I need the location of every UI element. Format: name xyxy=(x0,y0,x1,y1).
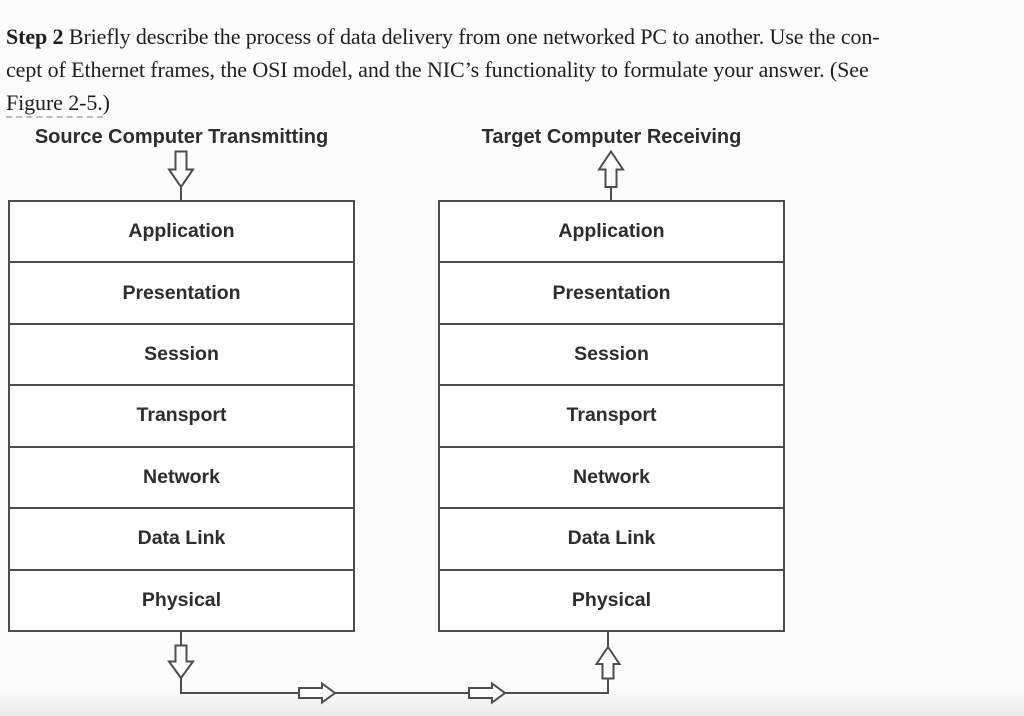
layer-row-network: Network xyxy=(440,445,783,507)
layer-row-data-link: Data Link xyxy=(440,507,783,568)
instruction-paragraph: Step 2 Briefly describe the process of d… xyxy=(6,20,1020,119)
step-label: Step 2 xyxy=(6,24,64,49)
source-stack-title: Source Computer Transmitting xyxy=(34,126,329,148)
down-arrow-icon xyxy=(167,644,195,680)
layer-row-data-link: Data Link xyxy=(10,507,353,568)
up-arrow-icon xyxy=(597,149,625,201)
layer-row-presentation: Presentation xyxy=(10,261,353,322)
layer-row-application: Application xyxy=(558,220,665,243)
instruction-line-1: Step 2 Briefly describe the process of d… xyxy=(6,20,1020,53)
instruction-line-1-text: Briefly describe the process of data del… xyxy=(63,24,880,49)
up-arrow-icon xyxy=(594,645,622,680)
instruction-line-3-suffix: ) xyxy=(102,90,110,115)
layer-row-session: Session xyxy=(10,322,353,384)
layer-row-presentation: Presentation xyxy=(440,261,783,322)
figure-reference-link[interactable]: Figure 2-5. xyxy=(6,90,103,118)
layer-row-transport: Transport xyxy=(440,384,783,445)
instruction-line-2: cept of Ethernet frames, the OSI model, … xyxy=(6,57,869,82)
layer-row-network: Network xyxy=(10,445,353,507)
layer-row-session: Session xyxy=(440,322,783,384)
source-osi-stack: Application Presentation Session Transpo… xyxy=(8,200,355,632)
layer-row-physical: Physical xyxy=(10,568,353,630)
layer-row-transport: Transport xyxy=(10,384,353,445)
page-bottom-fade xyxy=(0,690,1024,716)
layer-row-physical: Physical xyxy=(440,568,783,630)
down-arrow-icon xyxy=(167,150,195,201)
target-osi-stack: Application Presentation Session Transpo… xyxy=(438,200,785,632)
instruction-line-3: Figure 2-5.) xyxy=(6,86,1020,119)
layer-row-application: Application xyxy=(128,220,235,243)
target-stack-title: Target Computer Receiving xyxy=(481,126,742,148)
